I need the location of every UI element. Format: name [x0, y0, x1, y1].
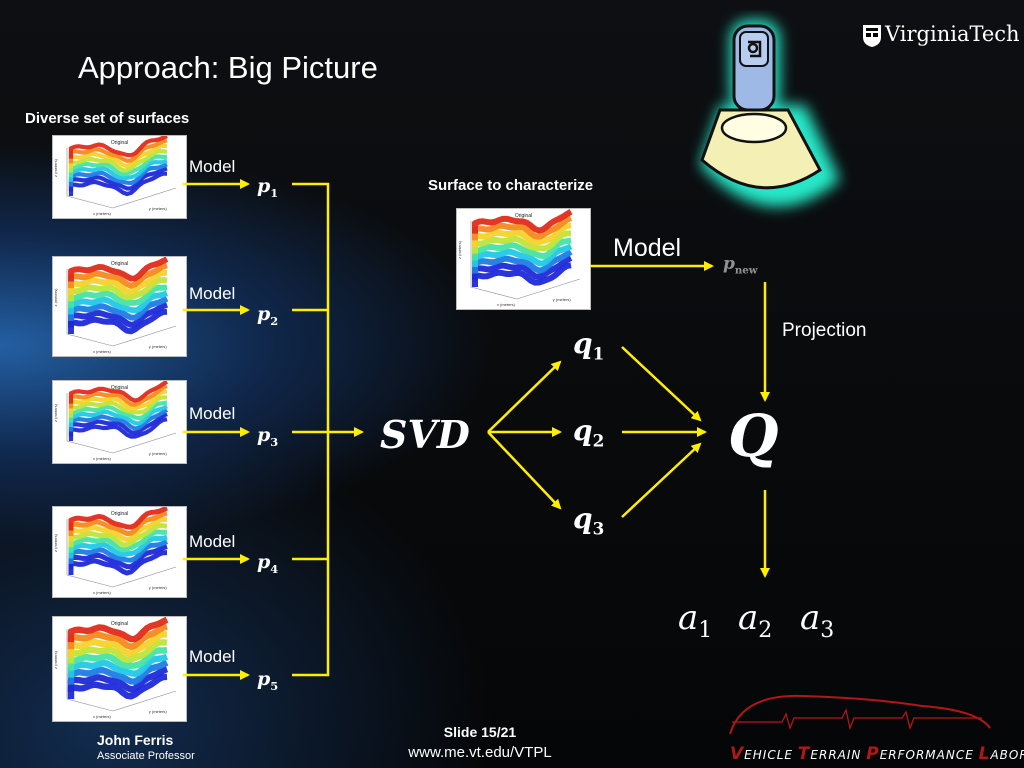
arrow-svd-q1: [487, 360, 562, 433]
virginia-tech-wordmark: VirginiaTech: [885, 22, 1020, 46]
svg-text:z (meters): z (meters): [53, 533, 58, 552]
Q-label: Q: [728, 402, 779, 470]
svg-text:y (meters): y (meters): [149, 206, 168, 211]
vtpl-lab-name: VEHICLE TERRAIN PERFORMANCE LABORATORY: [730, 744, 1024, 764]
p5-label: p5: [257, 668, 279, 693]
svg-text:Original: Original: [111, 511, 128, 517]
svg-text:y (meters): y (meters): [553, 297, 572, 302]
svg-text:z (meters): z (meters): [53, 650, 58, 669]
surface-thumbnail-4: Original x (meters) y (meters) z (meters): [52, 505, 187, 598]
model-label-4: Model: [189, 532, 236, 551]
arrow-q1-Q: [621, 346, 702, 422]
slide-title: Approach: Big Picture: [78, 50, 378, 85]
vtpl-car-outline: [729, 694, 991, 735]
svg-text:z (meters): z (meters): [53, 288, 58, 307]
model-label-new: Model: [613, 234, 682, 262]
a3-label: a3: [800, 598, 835, 643]
surface-thumbnail-2: Original x (meters) y (meters) z (meters): [52, 256, 187, 357]
svg-text:z (meters): z (meters): [53, 403, 58, 422]
lab-word-laboratory: LABORATORY: [978, 744, 1024, 764]
presenter-role: Associate Professor: [97, 750, 195, 762]
p1-label: p1: [257, 175, 279, 200]
surface-thumbnail-3: Original x (meters) y (meters) z (meters): [52, 379, 187, 464]
surface-thumbnail-1: Original x (meters) y (meters) z (meters): [52, 134, 187, 219]
bracket-vertical: [292, 182, 330, 677]
svg-text:z (meters): z (meters): [457, 240, 462, 259]
surface-thumbnail-new: Original x (meters) y (meters) z (meters): [456, 208, 591, 310]
svg-text:y (meters): y (meters): [149, 585, 168, 590]
lab-url: www.me.vt.edu/VTPL: [408, 744, 552, 761]
arrow-svd-q3: [487, 431, 562, 510]
svg-text:x (meters): x (meters): [93, 456, 112, 461]
a1-label: a1: [678, 598, 713, 643]
slide-number: Slide 15/21: [443, 724, 517, 740]
svg-text:y (meters): y (meters): [149, 709, 168, 714]
svg-text:x (meters): x (meters): [497, 302, 516, 307]
q3-label: q3: [573, 502, 605, 539]
model-label-3: Model: [189, 404, 236, 423]
surface-thumbnail-5: Original x (meters) y (meters) z (meters): [52, 616, 187, 722]
svg-text:y (meters): y (meters): [149, 451, 168, 456]
presenter-name: John Ferris: [97, 732, 174, 748]
svd-label: SVD: [380, 412, 470, 457]
diverse-surfaces-label: Diverse set of surfaces: [25, 110, 190, 127]
model-label-2: Model: [189, 284, 236, 303]
svg-text:Original: Original: [111, 261, 128, 267]
svg-text:z (meters): z (meters): [53, 158, 58, 177]
shield-icon: [863, 25, 881, 47]
q1-label: q1: [573, 327, 605, 364]
p3-label: p3: [257, 424, 279, 449]
svg-text:x (meters): x (meters): [93, 714, 112, 719]
model-label-1: Model: [189, 157, 236, 176]
model-label-5: Model: [189, 647, 236, 666]
virginia-tech-logo: VirginiaTech: [862, 22, 1020, 52]
projection-label: Projection: [782, 320, 867, 341]
lab-word-performance: PERFORMANCE: [866, 744, 974, 764]
flashlight-icon: [700, 20, 840, 207]
svg-text:Original: Original: [111, 385, 128, 391]
svg-text:y (meters): y (meters): [149, 344, 168, 349]
p2-label: p2: [257, 303, 279, 328]
svg-text:Original: Original: [111, 621, 128, 627]
lab-word-vehicle: VEHICLE: [730, 744, 793, 764]
a2-label: a2: [738, 598, 773, 643]
svg-text:Original: Original: [515, 213, 532, 219]
q2-label: q2: [573, 414, 605, 451]
arrow-q3-Q: [621, 442, 702, 518]
svg-text:x (meters): x (meters): [93, 349, 112, 354]
surface-to-characterize-label: Surface to characterize: [428, 177, 594, 194]
p4-label: p4: [257, 551, 279, 576]
lab-word-terrain: TERRAIN: [797, 744, 862, 764]
pnew-label: pnew: [723, 254, 758, 277]
svg-text:x (meters): x (meters): [93, 211, 112, 216]
svg-text:x (meters): x (meters): [93, 590, 112, 595]
svg-text:Original: Original: [111, 140, 128, 146]
